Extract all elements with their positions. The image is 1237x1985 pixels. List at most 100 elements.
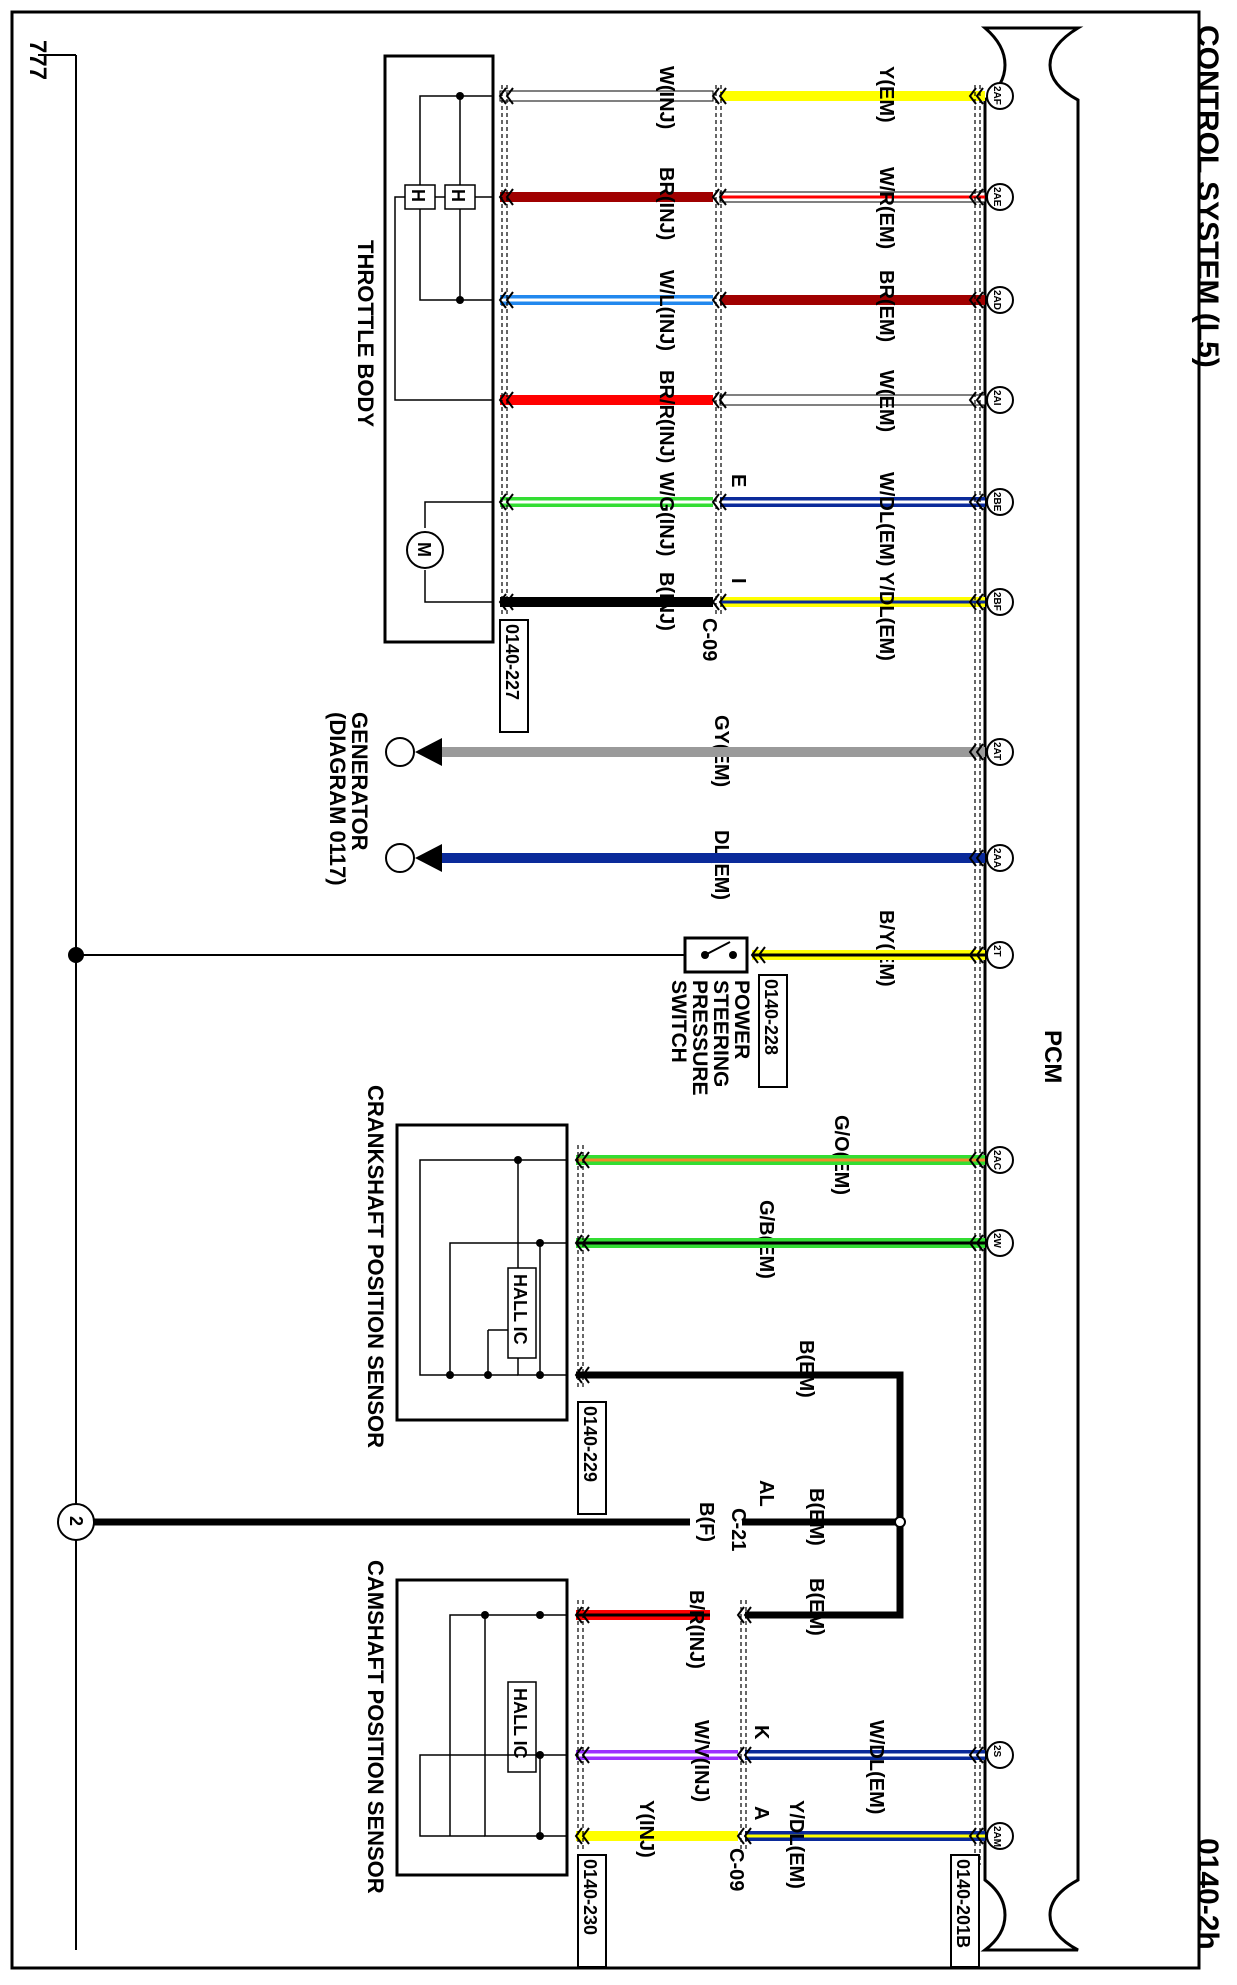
ps-switch-label-4: SWITCH xyxy=(667,980,690,1063)
pcm-chevron xyxy=(968,1827,984,1845)
c09-chevron xyxy=(711,391,727,409)
splice-wire-em-bottom: B(EM) xyxy=(805,1578,827,1636)
tag-0140-228 xyxy=(758,974,788,1088)
cam-wire-ydl xyxy=(745,1831,985,1841)
pcm-chevron xyxy=(968,188,984,206)
camshaft-sensor-box xyxy=(395,1578,569,1877)
pcm-pin-2AM xyxy=(986,1822,1014,1850)
pcm-chevron xyxy=(968,946,984,964)
pcm-pin-2AE xyxy=(986,183,1014,211)
throttle-wire-em-label: BR(EM) xyxy=(875,270,897,342)
throttle-wire-inj-label: W/L(INJ) xyxy=(655,270,677,351)
pcm-pin-label: 2AC xyxy=(991,1150,1002,1170)
pcm-pin-label: 2AE xyxy=(991,187,1002,207)
throttle-body-label: THROTTLE BODY xyxy=(353,240,378,427)
cam-wire-wdl xyxy=(745,1750,985,1760)
cam-wire-br xyxy=(576,1610,710,1620)
tag-0140-230 xyxy=(577,1854,607,1968)
tag-0140-228-text: 0140-228 xyxy=(761,979,781,1055)
throttle-wires: Y(EM)W(INJ)W/R(EM)BR(INJ)BR(EM)W/L(INJ)W… xyxy=(498,66,986,1865)
pcm-pin-label: 2AI xyxy=(991,390,1002,406)
c09-label-camshaft: C-09 xyxy=(725,1848,747,1891)
pcm-label: PCM xyxy=(1039,1030,1066,1083)
camshaft-hall-ic-text: HALL IC xyxy=(510,1688,530,1759)
throttle-wire-inj-label: W/G(INJ) xyxy=(655,472,677,556)
cam-wires: B/R(INJ)W/DL(EM)W/V(INJ)Y/DL(EM)Y(INJ) xyxy=(574,1590,985,1889)
pcm-chevron xyxy=(968,593,984,611)
ps-wire-label: B/Y(EM) xyxy=(875,910,897,987)
pcm-pin-label: 2AF xyxy=(991,86,1002,105)
pcm-pin-label: 2T xyxy=(991,945,1002,957)
c09-pin-a: A xyxy=(750,1806,772,1820)
ps-switch-label-3: PRESSURE xyxy=(688,980,711,1096)
pcm-pin-label: 2BE xyxy=(991,492,1002,512)
pcm-chevron xyxy=(968,849,984,867)
motor-label: M xyxy=(414,542,434,557)
page-title: CONTROL SYSTEM (L5) xyxy=(1191,25,1224,368)
pcm-chevron xyxy=(968,1151,984,1169)
pcm-pin-2T xyxy=(986,941,1014,969)
tag-0140-227-text: 0140-227 xyxy=(502,624,522,700)
cam-wire-label: B/R(INJ) xyxy=(685,1590,707,1669)
throttle-conn-chevron xyxy=(498,593,514,611)
tag-0140-201B xyxy=(950,1854,980,1968)
cam-wire-label: W/DL(EM) xyxy=(865,1720,887,1814)
throttle-wire-em-label: W/DL(EM) xyxy=(875,472,897,566)
throttle-wire-em-label: Y/DL(EM) xyxy=(875,572,897,661)
c09-chevron xyxy=(711,593,727,611)
splice-pin-al: AL xyxy=(755,1480,777,1507)
c09-chevron xyxy=(736,1746,752,1764)
pcm-pin-2AT xyxy=(986,738,1014,766)
ground-symbol: 777 xyxy=(24,40,51,80)
camshaft-label: CAMSHAFT POSITION SENSOR xyxy=(363,1560,388,1894)
cam-wire-label: W/V(INJ) xyxy=(690,1720,712,1802)
cam-wire-y xyxy=(576,1831,738,1841)
throttle-wire-em-4 xyxy=(720,497,985,507)
crank-wire-b-label: B(EM) xyxy=(795,1340,817,1398)
ps-switch-label-1: POWER xyxy=(730,980,753,1059)
pcm-pin-label: 2AM xyxy=(991,1826,1002,1847)
c09-pin-k: K xyxy=(750,1725,772,1740)
ps-wires xyxy=(750,946,985,964)
pcm-chevron xyxy=(968,493,984,511)
c09-chevron xyxy=(711,291,727,309)
throttle-wire-inj-1 xyxy=(500,192,713,202)
ps-switch-body xyxy=(683,936,749,974)
tag-0140-230-text: 0140-230 xyxy=(580,1859,600,1935)
ps-switch-label-2: STEERING xyxy=(709,980,732,1087)
ground-bus: 777 xyxy=(24,40,84,1950)
generator-arrow xyxy=(415,844,442,872)
generator-wire-0 xyxy=(440,747,985,757)
splice-wire-em-top: B(EM) xyxy=(805,1488,827,1546)
throttle-wire-inj-2 xyxy=(500,295,713,305)
c09-chevron xyxy=(711,188,727,206)
heater-element-1 xyxy=(444,184,476,210)
pcm-block: PCM xyxy=(980,26,1084,1952)
throttle-wire-inj-3 xyxy=(500,395,713,405)
c09-label-throttle: C-09 xyxy=(698,618,720,661)
pcm-chevron xyxy=(968,1746,984,1764)
generator-wires xyxy=(385,737,985,873)
splice-group: 2 B(EM) AL C-21 B(F) B(EM) xyxy=(57,1371,906,1636)
pcm-pin-label: 2AA xyxy=(991,848,1002,868)
generator-wire-1 xyxy=(440,853,985,863)
pcm-chevron xyxy=(968,87,984,105)
page-code: 0140-2h xyxy=(1191,1838,1224,1950)
ground-node-2 xyxy=(57,1503,95,1541)
crankshaft-hall-ic-text: HALL IC xyxy=(510,1274,530,1345)
crankshaft-group: HALL IC CRANKSHAFT POSITION SENSOR 0140-… xyxy=(363,1085,852,1515)
throttle-wire-inj-0 xyxy=(499,90,714,102)
heater-label-1: H xyxy=(448,189,468,202)
pcm-pin-label: 2AD xyxy=(991,290,1002,310)
camshaft-group: HALL IC CAMSHAFT POSITION SENSOR 0140-23… xyxy=(363,1560,772,1968)
pcm-pin-2AA xyxy=(986,844,1014,872)
generator-label: GENERATOR xyxy=(347,712,372,851)
pcm-pin-label: 2AT xyxy=(991,742,1002,760)
pcm-chevron xyxy=(968,391,984,409)
throttle-wire-em-1 xyxy=(719,191,986,203)
crankshaft-sensor-box xyxy=(395,1123,569,1422)
throttle-body-group: H H M THROTTLE BODY 0140-227 C-09 E I xyxy=(353,54,749,733)
pcm-chevron xyxy=(968,743,984,761)
